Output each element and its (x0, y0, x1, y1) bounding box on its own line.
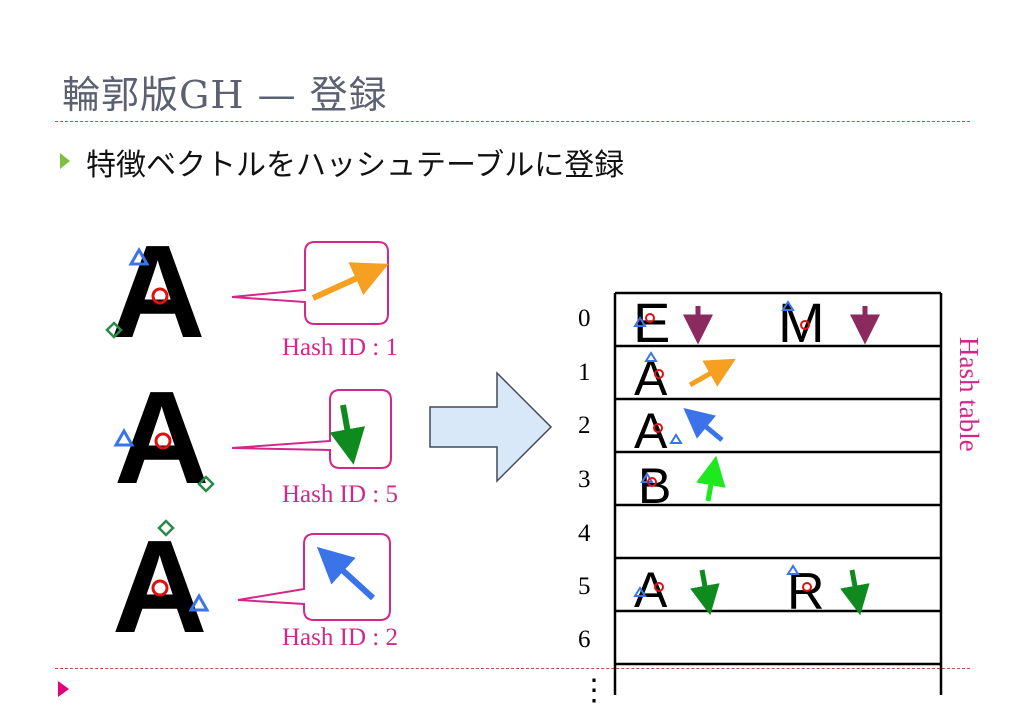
row-index: 4 (578, 520, 591, 547)
table-entry: E (633, 291, 713, 354)
table-entry: B (638, 455, 726, 514)
hash-id-label: Hash ID : 2 (282, 624, 398, 651)
row-index: 0 (578, 305, 591, 332)
glyph-a-3: A (112, 513, 210, 660)
orange-arrow-icon (688, 358, 736, 388)
lightgreen-arrow-icon (696, 455, 726, 502)
circle-feature-icon (654, 582, 664, 592)
title-divider (55, 121, 970, 122)
circle-feature-icon (654, 369, 664, 379)
circle-feature-icon (653, 423, 663, 433)
callout-hash-2: Hash ID : 2 (237, 533, 398, 651)
entry-letter: A (634, 350, 668, 406)
table-entry: R (786, 563, 870, 621)
circle-feature-icon (645, 313, 655, 323)
table-entry: A (634, 403, 724, 459)
row-index: 2 (578, 412, 591, 439)
triangle-feature-icon (633, 586, 647, 597)
circle-feature-icon (800, 320, 810, 330)
glyph-letter: A (110, 218, 205, 365)
slide-title: 輪郭版GH — 登録 (62, 73, 388, 117)
triangle-feature-icon (188, 592, 210, 612)
entry-letter: A (634, 403, 668, 459)
triangle-feature-icon (113, 427, 135, 447)
glyph-letter: A (114, 364, 209, 511)
green-arrow-icon (690, 569, 720, 616)
circle-feature-icon (151, 579, 169, 597)
row-ellipsis: ⋮ (579, 674, 609, 707)
circle-feature-icon (802, 582, 812, 592)
table-entry: A (633, 562, 720, 618)
triangle-feature-icon (786, 564, 800, 575)
triangle-feature-icon (644, 351, 658, 362)
hash-table: 0 1 2 3 4 5 6 ⋮ E M A A (578, 291, 984, 707)
triangle-feature-icon (669, 433, 683, 444)
row-index: 1 (578, 359, 591, 386)
hash-id-label: Hash ID : 5 (282, 481, 398, 508)
triangle-feature-icon (128, 246, 150, 266)
hash-id-label: Hash ID : 1 (282, 334, 398, 361)
block-arrow-icon (429, 371, 553, 483)
triangle-feature-icon (781, 300, 795, 311)
blue-arrow-icon (683, 408, 724, 442)
orange-arrow-icon (311, 262, 389, 301)
diamond-feature-icon (197, 475, 215, 493)
row-index: 3 (578, 466, 591, 493)
bullet-icon (60, 153, 70, 169)
callout-hash-1: Hash ID : 1 (231, 241, 398, 361)
row-index: 5 (578, 573, 591, 600)
circle-feature-icon (647, 477, 657, 487)
green-arrow-icon (329, 404, 366, 465)
triangle-feature-icon (633, 316, 647, 327)
footer-bullet-icon (58, 681, 69, 697)
entry-letter: R (787, 563, 825, 621)
diamond-feature-icon (157, 519, 175, 537)
glyph-letter: A (112, 513, 207, 660)
glyph-a-2: A (113, 364, 215, 511)
green-arrow-icon (840, 569, 870, 616)
table-entry: A (634, 350, 736, 406)
table-entry: M (778, 291, 880, 354)
row-index: 6 (578, 626, 591, 653)
bullet-text: 特徴ベクトルをハッシュテーブルに登録 (86, 148, 625, 183)
callout-hash-5: Hash ID : 5 (231, 389, 398, 508)
circle-feature-icon (154, 432, 172, 450)
circle-feature-icon (151, 287, 169, 305)
glyph-a-1: A (105, 218, 205, 365)
footer-divider (55, 668, 970, 669)
hash-table-label: Hash table (954, 337, 984, 452)
blue-arrow-icon (316, 546, 376, 601)
diamond-feature-icon (105, 321, 123, 339)
